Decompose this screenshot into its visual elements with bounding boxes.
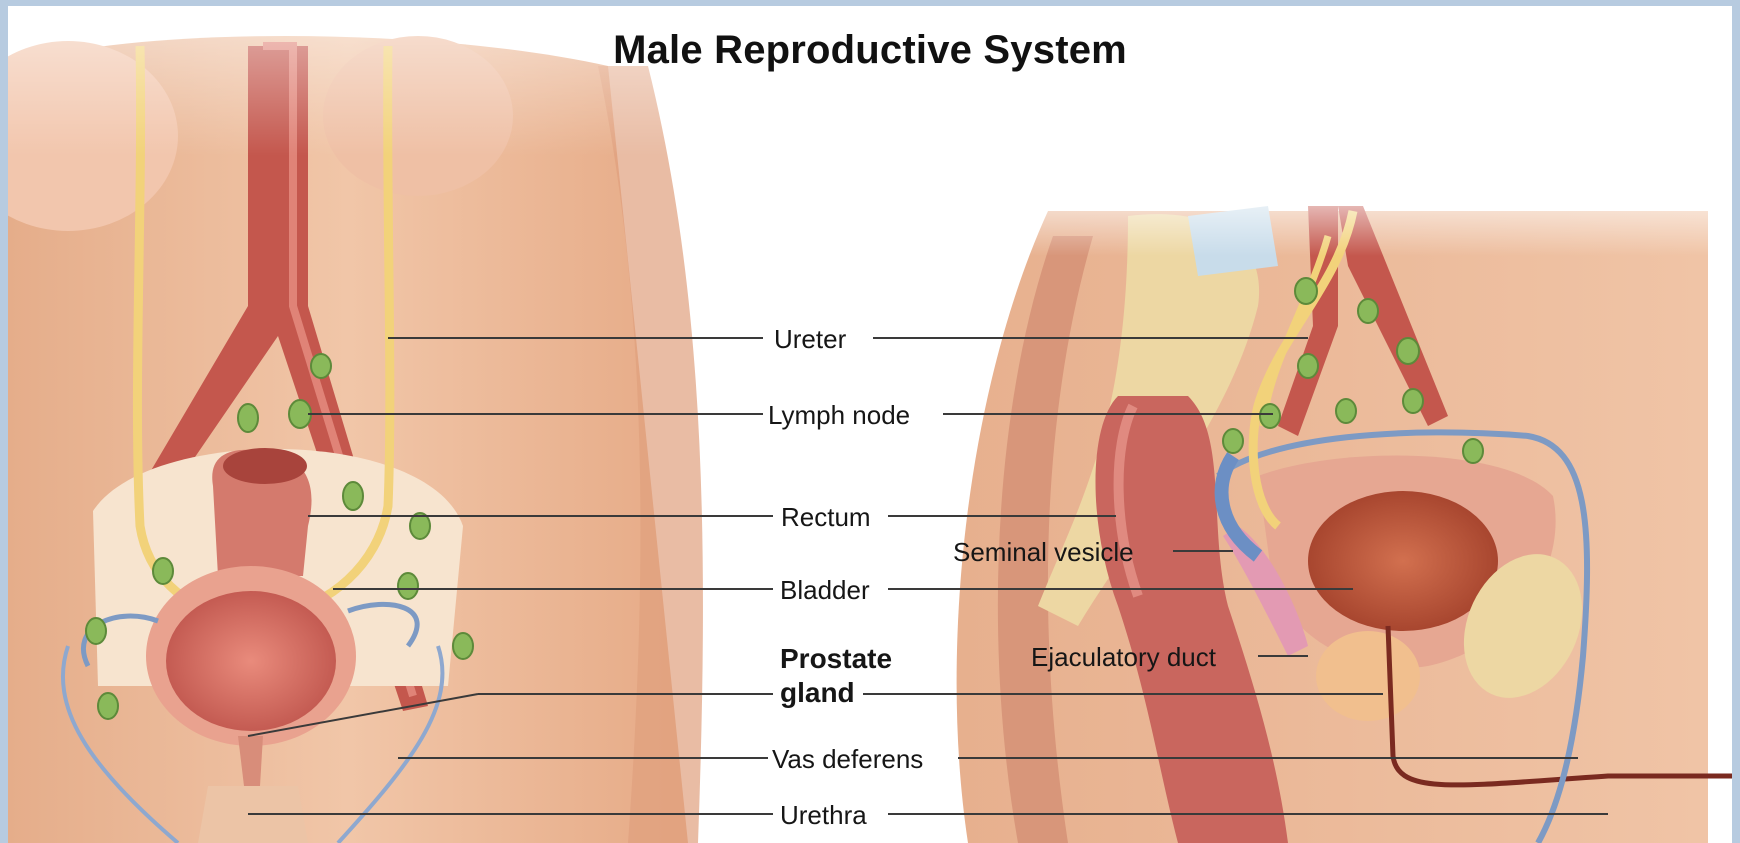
frontal-view xyxy=(8,6,703,843)
label-rectum: Rectum xyxy=(781,504,871,530)
diagram-title: Male Reproductive System xyxy=(8,28,1732,73)
label-ureter: Ureter xyxy=(774,326,846,352)
label-vas-deferens: Vas deferens xyxy=(772,746,923,772)
sagittal-view xyxy=(948,186,1732,843)
label-lymph-node: Lymph node xyxy=(768,402,910,428)
label-seminal-vesicle: Seminal vesicle xyxy=(953,539,1134,565)
label-ejaculatory-duct: Ejaculatory duct xyxy=(1031,644,1216,670)
label-prostate-line2: gland xyxy=(780,676,892,710)
label-prostate-gland: Prostate gland xyxy=(780,642,892,710)
label-bladder: Bladder xyxy=(780,577,870,603)
diagram-canvas: Male Reproductive System Ureter Lymph no… xyxy=(8,6,1732,843)
label-urethra: Urethra xyxy=(780,802,867,828)
label-prostate-line1: Prostate xyxy=(780,642,892,676)
